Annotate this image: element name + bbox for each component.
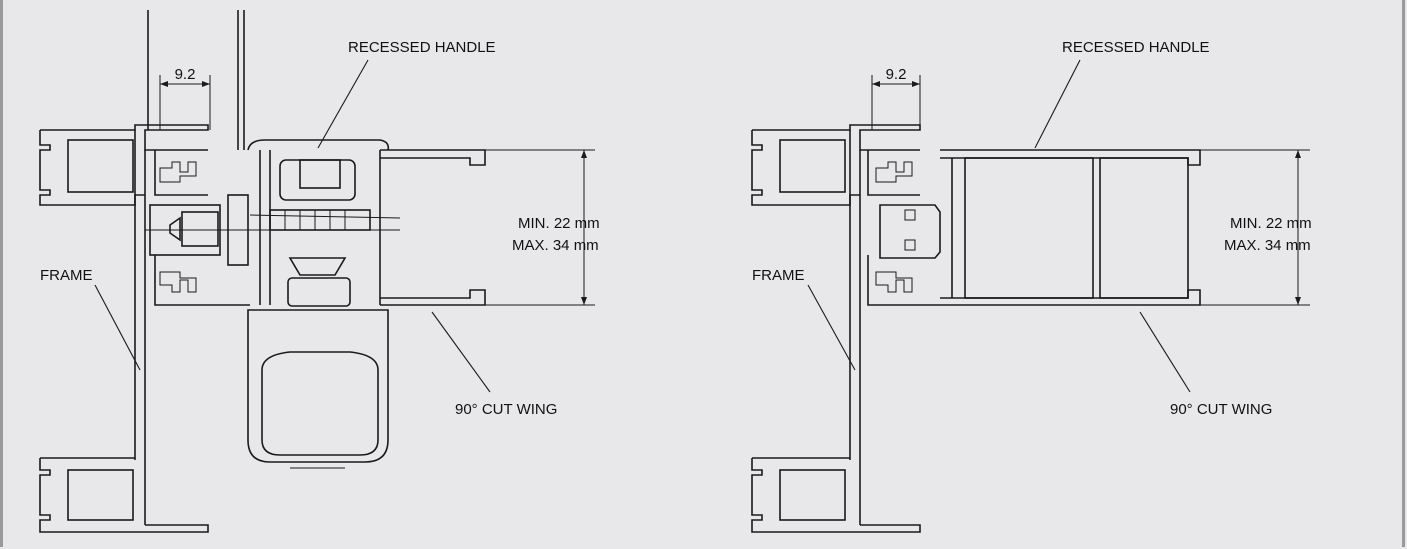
- panel-chambers: [940, 149, 1201, 306]
- glass-lines: [147, 10, 245, 150]
- annotations: RECESSED HANDLE FRAME 90° CUT WING: [40, 39, 557, 418]
- wing-label: 90° CUT WING: [455, 401, 557, 418]
- min-dimension-label: MIN. 22 mm: [518, 215, 600, 232]
- dimension-width: 9.2: [159, 66, 211, 130]
- diagram-without-handle: 9.2 MIN. 22 mm MAX. 34 mm RECESSED HANDL…: [751, 39, 1312, 533]
- dimension-height: MIN. 22 mm MAX. 34 mm: [485, 149, 600, 306]
- cut-wing-profile: [380, 149, 486, 306]
- wing-label-right: 90° CUT WING: [1170, 401, 1272, 418]
- frame-label-right: FRAME: [752, 267, 805, 284]
- width-dimension-label: 9.2: [175, 66, 196, 83]
- annotations-right: RECESSED HANDLE FRAME 90° CUT WING: [752, 39, 1272, 418]
- recessed-handle-body: [247, 139, 390, 469]
- width-dimension-label-right: 9.2: [886, 66, 907, 83]
- min-dimension-label-right: MIN. 22 mm: [1230, 215, 1312, 232]
- max-dimension-label: MAX. 34 mm: [512, 237, 599, 254]
- max-dimension-label-right: MAX. 34 mm: [1224, 237, 1311, 254]
- dimension-height-right: MIN. 22 mm MAX. 34 mm: [1200, 149, 1312, 306]
- handle-label: RECESSED HANDLE: [348, 39, 496, 56]
- frame-profile-right: [751, 124, 940, 533]
- frame-label: FRAME: [40, 267, 93, 284]
- gasket-block: [879, 204, 941, 259]
- handle-label-right: RECESSED HANDLE: [1062, 39, 1210, 56]
- diagram-with-handle: 9.2 MIN. 22 mm MAX. 34 mm RECESSED HANDL…: [39, 10, 600, 533]
- dimension-width-right: 9.2: [871, 66, 921, 130]
- frame-profile: [39, 124, 250, 533]
